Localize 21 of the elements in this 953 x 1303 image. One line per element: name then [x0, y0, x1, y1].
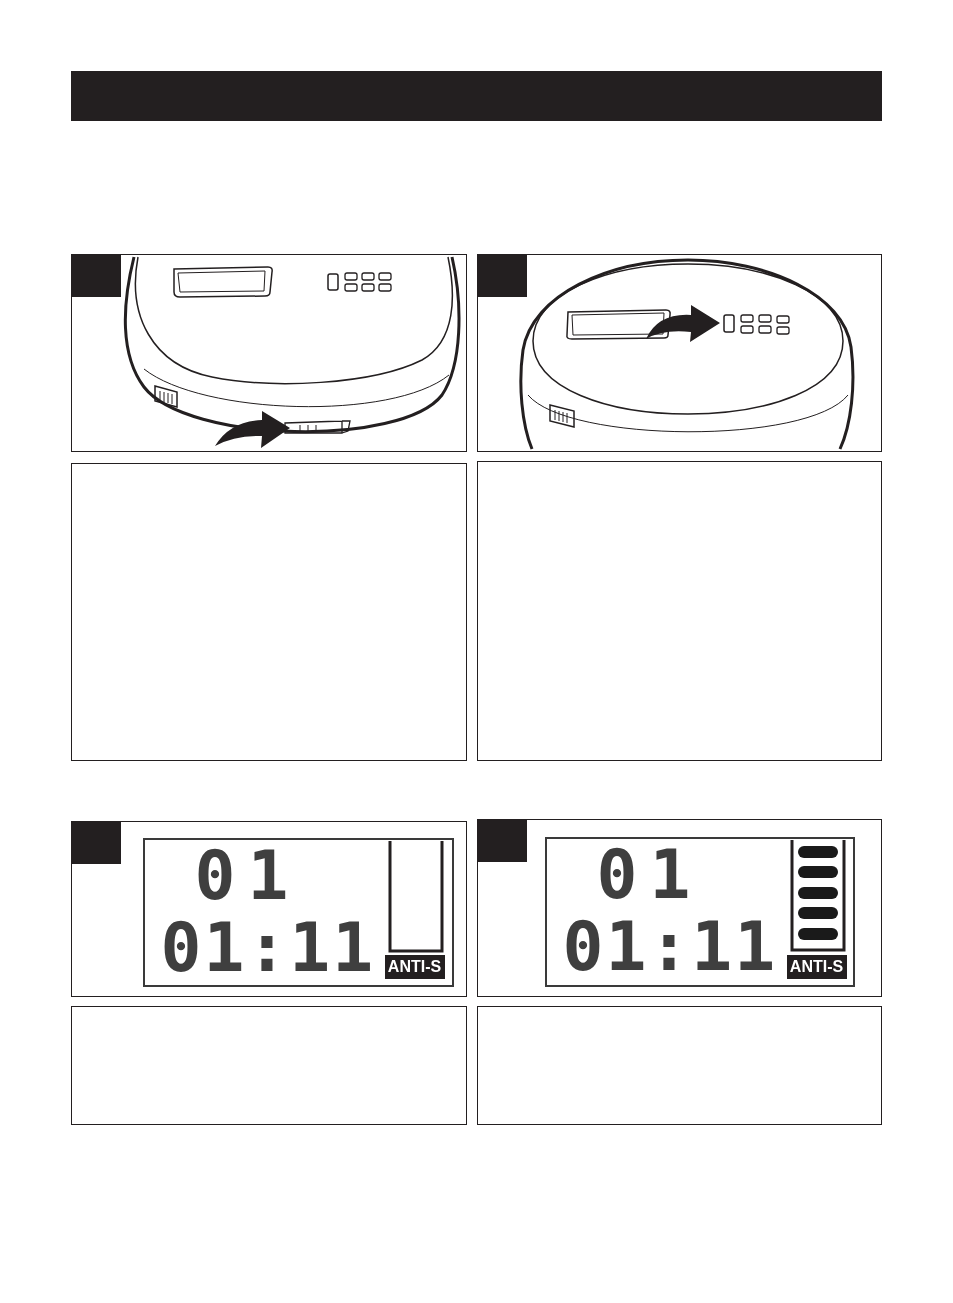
illustration-panel [477, 254, 882, 452]
illustration-panel [71, 821, 467, 997]
illustration-panel [477, 819, 882, 997]
anti-s-indicator: ANTI-S [384, 954, 445, 979]
step-marker [70, 253, 121, 297]
step-marker [476, 253, 527, 297]
text-panel [71, 463, 467, 761]
elapsed-time: 01:11 [562, 912, 778, 981]
text-panel [477, 1006, 882, 1125]
text-panel [71, 1006, 467, 1125]
track-number: 01 [596, 840, 703, 909]
lcd-display [142, 837, 454, 987]
header-bar [71, 71, 882, 121]
step-marker [476, 818, 527, 862]
anti-s-indicator: ANTI-S [786, 954, 847, 979]
elapsed-time: 01:11 [160, 913, 376, 982]
text-panel [477, 461, 882, 761]
step-marker [70, 820, 121, 864]
illustration-panel [71, 254, 467, 452]
track-number: 01 [194, 841, 301, 910]
lcd-display [544, 836, 855, 987]
